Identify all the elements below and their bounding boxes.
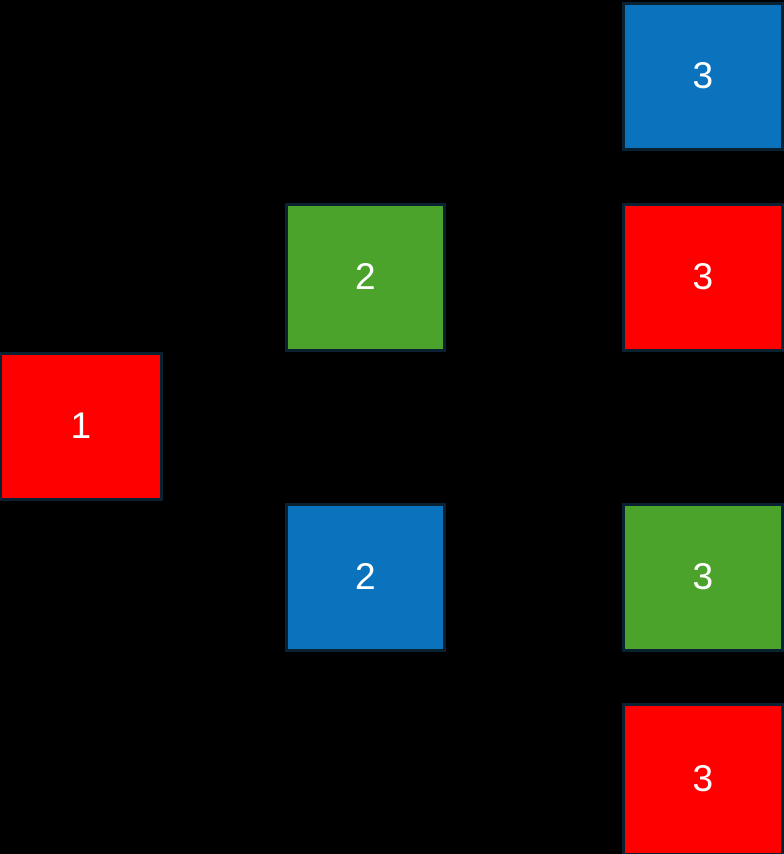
node-label: 3	[692, 55, 714, 96]
node-label: 1	[70, 405, 92, 446]
node-2-blue[interactable]: 2	[285, 503, 446, 652]
node-label: 3	[692, 758, 714, 799]
node-3-green[interactable]: 3	[622, 503, 784, 652]
node-2-green[interactable]: 2	[285, 203, 446, 352]
node-3-red[interactable]: 3	[622, 203, 784, 352]
node-label: 2	[354, 556, 377, 597]
node-1-red[interactable]: 1	[0, 352, 163, 501]
node-3-red[interactable]: 3	[622, 703, 784, 854]
node-label: 2	[354, 256, 377, 297]
node-label: 3	[692, 256, 714, 297]
node-label: 3	[692, 556, 714, 597]
node-3-blue[interactable]: 3	[622, 2, 784, 151]
